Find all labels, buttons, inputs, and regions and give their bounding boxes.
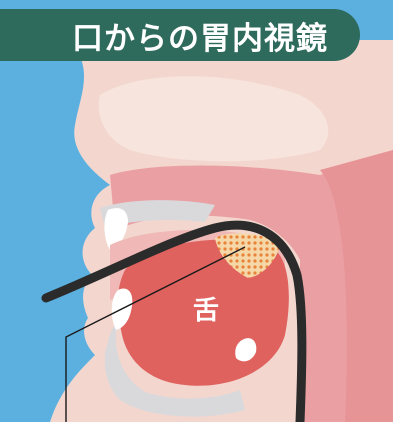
page-title: 口からの胃内視鏡 bbox=[32, 13, 328, 58]
title-banner: 口からの胃内視鏡 bbox=[0, 9, 360, 61]
tongue-label: 舌 bbox=[193, 290, 219, 327]
